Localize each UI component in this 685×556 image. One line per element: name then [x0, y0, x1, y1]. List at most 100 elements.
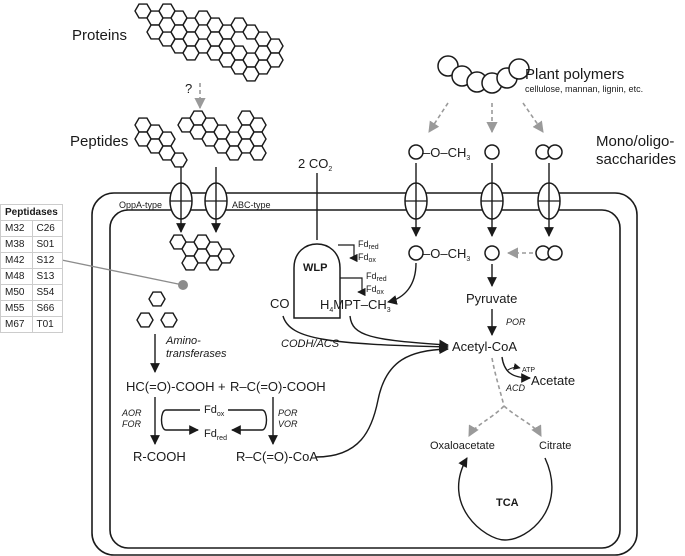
- svg-text:Fdox: Fdox: [358, 252, 376, 264]
- atp-arrow: [507, 363, 521, 371]
- hexagon-unit: [206, 31, 224, 47]
- monosaccharide-outside: [484, 144, 500, 160]
- peptidase-code: M48: [0, 268, 33, 285]
- co-to-acetylcoa-arrow: [282, 315, 449, 352]
- hexagon-unit: [217, 248, 235, 264]
- wlp-label: WLP: [303, 262, 327, 274]
- vor-label: VOR: [278, 419, 298, 429]
- acd-label: ACD: [505, 383, 526, 393]
- aminotransferases-line1: Amino-: [165, 335, 201, 347]
- for-label: FOR: [122, 419, 141, 429]
- svg-text:Fdred: Fdred: [358, 239, 379, 251]
- plant-polymers-examples: cellulose, mannan, lignin, etc.: [525, 84, 643, 94]
- hexagon-unit: [249, 145, 267, 161]
- svg-text:Fdox: Fdox: [366, 284, 384, 296]
- disaccharide-inside: [535, 245, 563, 261]
- peptidase-pointer-dot: [178, 280, 188, 290]
- pyruvate-label: Pyruvate: [466, 291, 517, 306]
- proteins-label: Proteins: [72, 27, 127, 44]
- peptidase-pointer-line: [51, 257, 184, 286]
- acetate-label: Acetate: [531, 373, 575, 388]
- fd-pair-2: Fdred Fdox: [340, 271, 387, 297]
- polymer-arrow-right: [522, 102, 544, 133]
- outer-membrane: [91, 192, 638, 556]
- fd-exchange-left: [160, 409, 200, 435]
- peptidase-code: T01: [31, 316, 63, 333]
- methoxy-substrate-outside: –O–CH3: [408, 144, 470, 162]
- peptidase-code: M32: [0, 220, 33, 237]
- disaccharide-outside: [535, 144, 563, 160]
- methoxy-to-h4mpt-arrow: [387, 262, 417, 305]
- keto-acid-label: R–C(=O)-COOH: [230, 379, 326, 394]
- question-mark: ?: [185, 81, 192, 96]
- h4mpt-to-acetylcoa-arrow: [349, 315, 449, 350]
- peptide-hexagons: [134, 110, 267, 168]
- protein-hexagons: [134, 3, 284, 82]
- abc-type-label: ABC-type: [232, 200, 271, 210]
- monosaccharide-inside: [484, 245, 500, 261]
- hexagon-unit: [218, 52, 236, 68]
- oxaloacetate-label: Oxaloacetate: [430, 440, 495, 452]
- plant-polymer-circles: [437, 55, 530, 94]
- polymer-arrow-left: [428, 102, 449, 133]
- peptidase-code: M67: [0, 316, 33, 333]
- mono-oligo-label-line1: Mono/oligo-: [596, 133, 674, 150]
- hexagon-unit: [158, 131, 176, 147]
- codh-acs-label: CODH/ACS: [281, 338, 340, 350]
- co2-label: 2 CO2: [298, 156, 332, 173]
- svg-text:–O–CH3: –O–CH3: [423, 145, 470, 162]
- peptidases-header: Peptidases: [0, 204, 63, 221]
- acetyl-coa-label: Acetyl-CoA: [452, 339, 517, 354]
- r-coa-label: R–C(=O)-CoA: [236, 449, 318, 464]
- hexagon-unit: [148, 291, 166, 307]
- acetylcoa-to-acetate-arrow: [501, 356, 531, 383]
- r-cooh-label: R-COOH: [133, 449, 186, 464]
- oppa-type-label: OppA-type: [119, 200, 162, 210]
- tca-cycle-arc: [458, 457, 553, 541]
- svg-text:–O–CH3: –O–CH3: [423, 246, 470, 263]
- tca-label: TCA: [496, 497, 519, 509]
- peptidase-code: S13: [31, 268, 63, 285]
- peptidase-code: C26: [31, 220, 63, 237]
- tca-branch-left: [468, 405, 505, 437]
- svg-text:Fdred: Fdred: [366, 271, 387, 283]
- fd-exchange-right: [228, 409, 268, 435]
- peptidase-code: M50: [0, 284, 33, 301]
- hexagon-unit: [170, 152, 188, 168]
- peptidase-code: M55: [0, 300, 33, 317]
- peptidase-code: S66: [31, 300, 63, 317]
- fd-ox-center: Fdox: [204, 404, 225, 418]
- methoxy-substrate-inside: –O–CH3: [408, 245, 470, 263]
- inner-membrane: [109, 209, 621, 549]
- por-label-2: POR: [278, 408, 298, 418]
- internal-peptide-hexagons: [136, 234, 235, 328]
- aminotransferases-line2: transferases: [166, 348, 227, 360]
- tca-branch-right: [503, 405, 542, 437]
- glyoxylate-label: HC(=O)-COOH: [126, 379, 214, 394]
- hexagon-unit: [242, 66, 260, 82]
- mono-oligo-label-line2: saccharides: [596, 151, 676, 168]
- fd-pair-1: Fdred Fdox: [338, 239, 379, 264]
- peptides-label: Peptides: [70, 133, 128, 150]
- atp-label: ATP: [522, 367, 535, 374]
- hexagon-unit: [181, 255, 199, 271]
- wlp-shape: [293, 243, 341, 319]
- rcoa-to-acetylcoa-arrow: [315, 344, 449, 458]
- peptidase-code: S01: [31, 236, 63, 253]
- plus-sign: +: [218, 379, 226, 394]
- hexagon-unit: [266, 52, 284, 68]
- acetylcoa-to-tca-dashed: [491, 357, 505, 407]
- citrate-label: Citrate: [539, 440, 571, 452]
- hexagon-unit: [160, 312, 178, 328]
- peptidase-code: M42: [0, 252, 33, 269]
- hexagon-unit: [182, 45, 200, 61]
